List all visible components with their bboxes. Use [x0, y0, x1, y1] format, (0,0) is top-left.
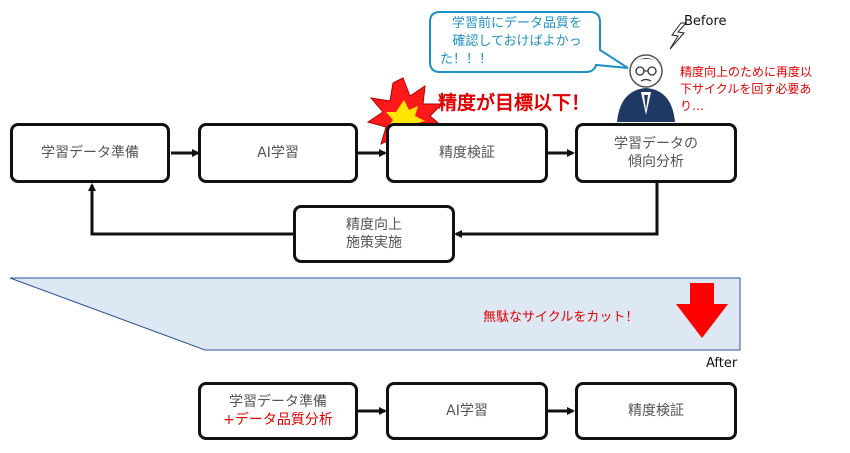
cut-banner-shape [9, 277, 741, 351]
alert-text: 精度が目標以下！ [438, 92, 591, 114]
arrow-loop-step1 [88, 183, 293, 236]
step-label-line-2: 施策実施 [346, 235, 402, 251]
before-label: Before [684, 14, 727, 29]
speech-line-2: 確認しておけばよかっ [452, 34, 582, 49]
speech-bubble-shape [429, 11, 629, 73]
speech-text: 学習前にデータ品質を 確認しておけばよかっ た！！！ [434, 15, 600, 69]
step-label: 精度検証 [628, 403, 684, 419]
before-step-ai-training: AI学習 [198, 123, 358, 183]
before-step-accuracy-check: 精度検証 [386, 123, 548, 183]
red-down-arrow [676, 283, 728, 338]
before-step-data-prep: 学習データ準備 [10, 123, 170, 183]
banner-text: 無駄なサイクルをカット！ [483, 310, 639, 325]
before-step-improvement: 精度向上 施策実施 [293, 205, 455, 263]
after-step-ai-training: AI学習 [386, 382, 548, 440]
before-step-trend-analysis: 学習データの 傾向分析 [575, 123, 737, 183]
after-step-accuracy-check: 精度検証 [575, 382, 737, 440]
after-label: After [706, 356, 738, 371]
worried-person-icon [617, 54, 675, 122]
step-label: AI学習 [257, 145, 299, 161]
step-label-line-1: 精度向上 [346, 217, 402, 233]
arrow-step4-loop [454, 183, 659, 238]
step-label-line-1: 学習データの [614, 136, 698, 152]
step-label: AI学習 [446, 403, 488, 419]
worry-line-3: り… [680, 99, 705, 113]
step-label-line-2: +データ品質分析 [223, 412, 333, 428]
step-label-line-1: 学習データ準備 [229, 394, 327, 410]
lightning-icon [669, 22, 688, 50]
step-label: 精度検証 [439, 145, 495, 161]
after-step-data-prep: 学習データ準備 +データ品質分析 [198, 382, 358, 440]
worry-line-1: 精度向上のために再度以 [680, 65, 813, 79]
worry-line-2: 下サイクルを回す必要あ [680, 82, 812, 96]
speech-line-1: 学習前にデータ品質を [451, 16, 582, 31]
step-label: 学習データ準備 [41, 145, 139, 161]
speech-line-3: た！！！ [440, 52, 493, 67]
step-label-line-2: 傾向分析 [628, 154, 684, 170]
worry-text: 精度向上のために再度以 下サイクルを回す必要あ り… [680, 64, 848, 115]
